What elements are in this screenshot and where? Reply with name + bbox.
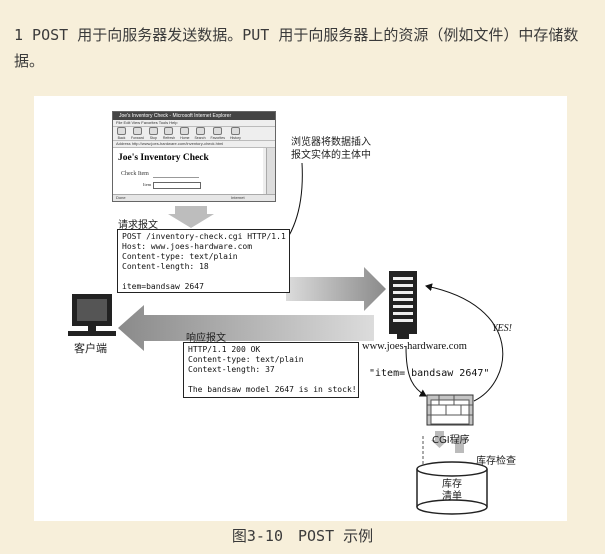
history-icon (230, 127, 240, 135)
request-message-box: POST /inventory-check.cgi HTTP/1.1 Host:… (117, 229, 290, 293)
inventory-check-label: 库存检查 (476, 456, 516, 467)
browser-content: Joe's Inventory Check Check Item Item (113, 148, 263, 194)
request-arrow (286, 267, 386, 311)
browser-toolbar: Back Forward Stop Refresh Home Search Fa… (113, 127, 275, 141)
inventory-db-icon (416, 461, 488, 515)
submit-down-arrow (168, 206, 214, 228)
stop-button[interactable]: Stop (148, 127, 158, 140)
page-heading: Joe's Inventory Check (118, 153, 209, 163)
result-up-arrow (451, 435, 468, 453)
client-computer-icon (68, 294, 116, 336)
browser-window: Joe's Inventory Check - Microsoft Intern… (112, 111, 276, 202)
response-arrow (118, 305, 374, 351)
server-to-cgi-arrow (405, 346, 427, 397)
post-example-figure: Joe's Inventory Check - Microsoft Intern… (34, 96, 567, 521)
server-icon (389, 271, 417, 339)
request-label: 请求报文 (118, 220, 158, 231)
client-label: 客户端 (74, 342, 107, 355)
item-field-label: Item (143, 182, 152, 187)
browser-title-bar: Joe's Inventory Check - Microsoft Intern… (113, 112, 275, 120)
refresh-icon (164, 127, 174, 135)
response-message-box: HTTP/1.1 200 OK Content-type: text/plain… (183, 342, 359, 398)
check-item-label: Check Item (121, 171, 149, 177)
favorites-button[interactable]: Favorites (211, 127, 225, 140)
stop-icon (148, 127, 158, 135)
home-icon (180, 127, 190, 135)
cgi-param-label: "item= bandsaw 2647" (369, 368, 490, 379)
address-bar[interactable]: Address http://www.joes-hardware.com/inv… (113, 141, 275, 148)
item-input[interactable] (153, 182, 201, 189)
inventory-list-label: 库存 清单 (442, 479, 462, 502)
figure-graphics (68, 162, 504, 515)
server-host-label: www.joes-hardware.com (362, 341, 467, 352)
query-down-arrow (431, 431, 448, 448)
cgi-program-label: CGI程序 (432, 435, 470, 446)
forward-button[interactable]: Forward (131, 127, 144, 140)
home-button[interactable]: Home (180, 127, 189, 140)
browser-menu-bar[interactable]: File Edit View Favorites Tools Help (113, 120, 275, 127)
star-icon (213, 127, 223, 135)
back-icon (117, 127, 126, 135)
refresh-button[interactable]: Refresh (163, 127, 175, 140)
figure-caption: 图3-10 POST 示例 (231, 527, 374, 545)
forward-icon (132, 127, 142, 135)
cgi-brick-icon (426, 394, 474, 426)
search-button[interactable]: Search (194, 127, 206, 140)
heading-rule (153, 177, 199, 178)
intro-paragraph: 1 POST 用于向服务器发送数据。PUT 用于向服务器上的资源（例如文件）中存… (14, 26, 579, 70)
yes-label: YES! (492, 323, 512, 334)
browser-scrollbar[interactable] (266, 148, 275, 194)
search-icon (195, 127, 205, 135)
response-label: 响应报文 (186, 333, 226, 344)
browser-insert-note: 浏览器将数据插入 报文实体的主体中 (291, 137, 371, 161)
history-button[interactable]: History (230, 127, 241, 140)
back-button[interactable]: Back (117, 127, 126, 140)
cgi-to-server-arrow (425, 283, 504, 402)
